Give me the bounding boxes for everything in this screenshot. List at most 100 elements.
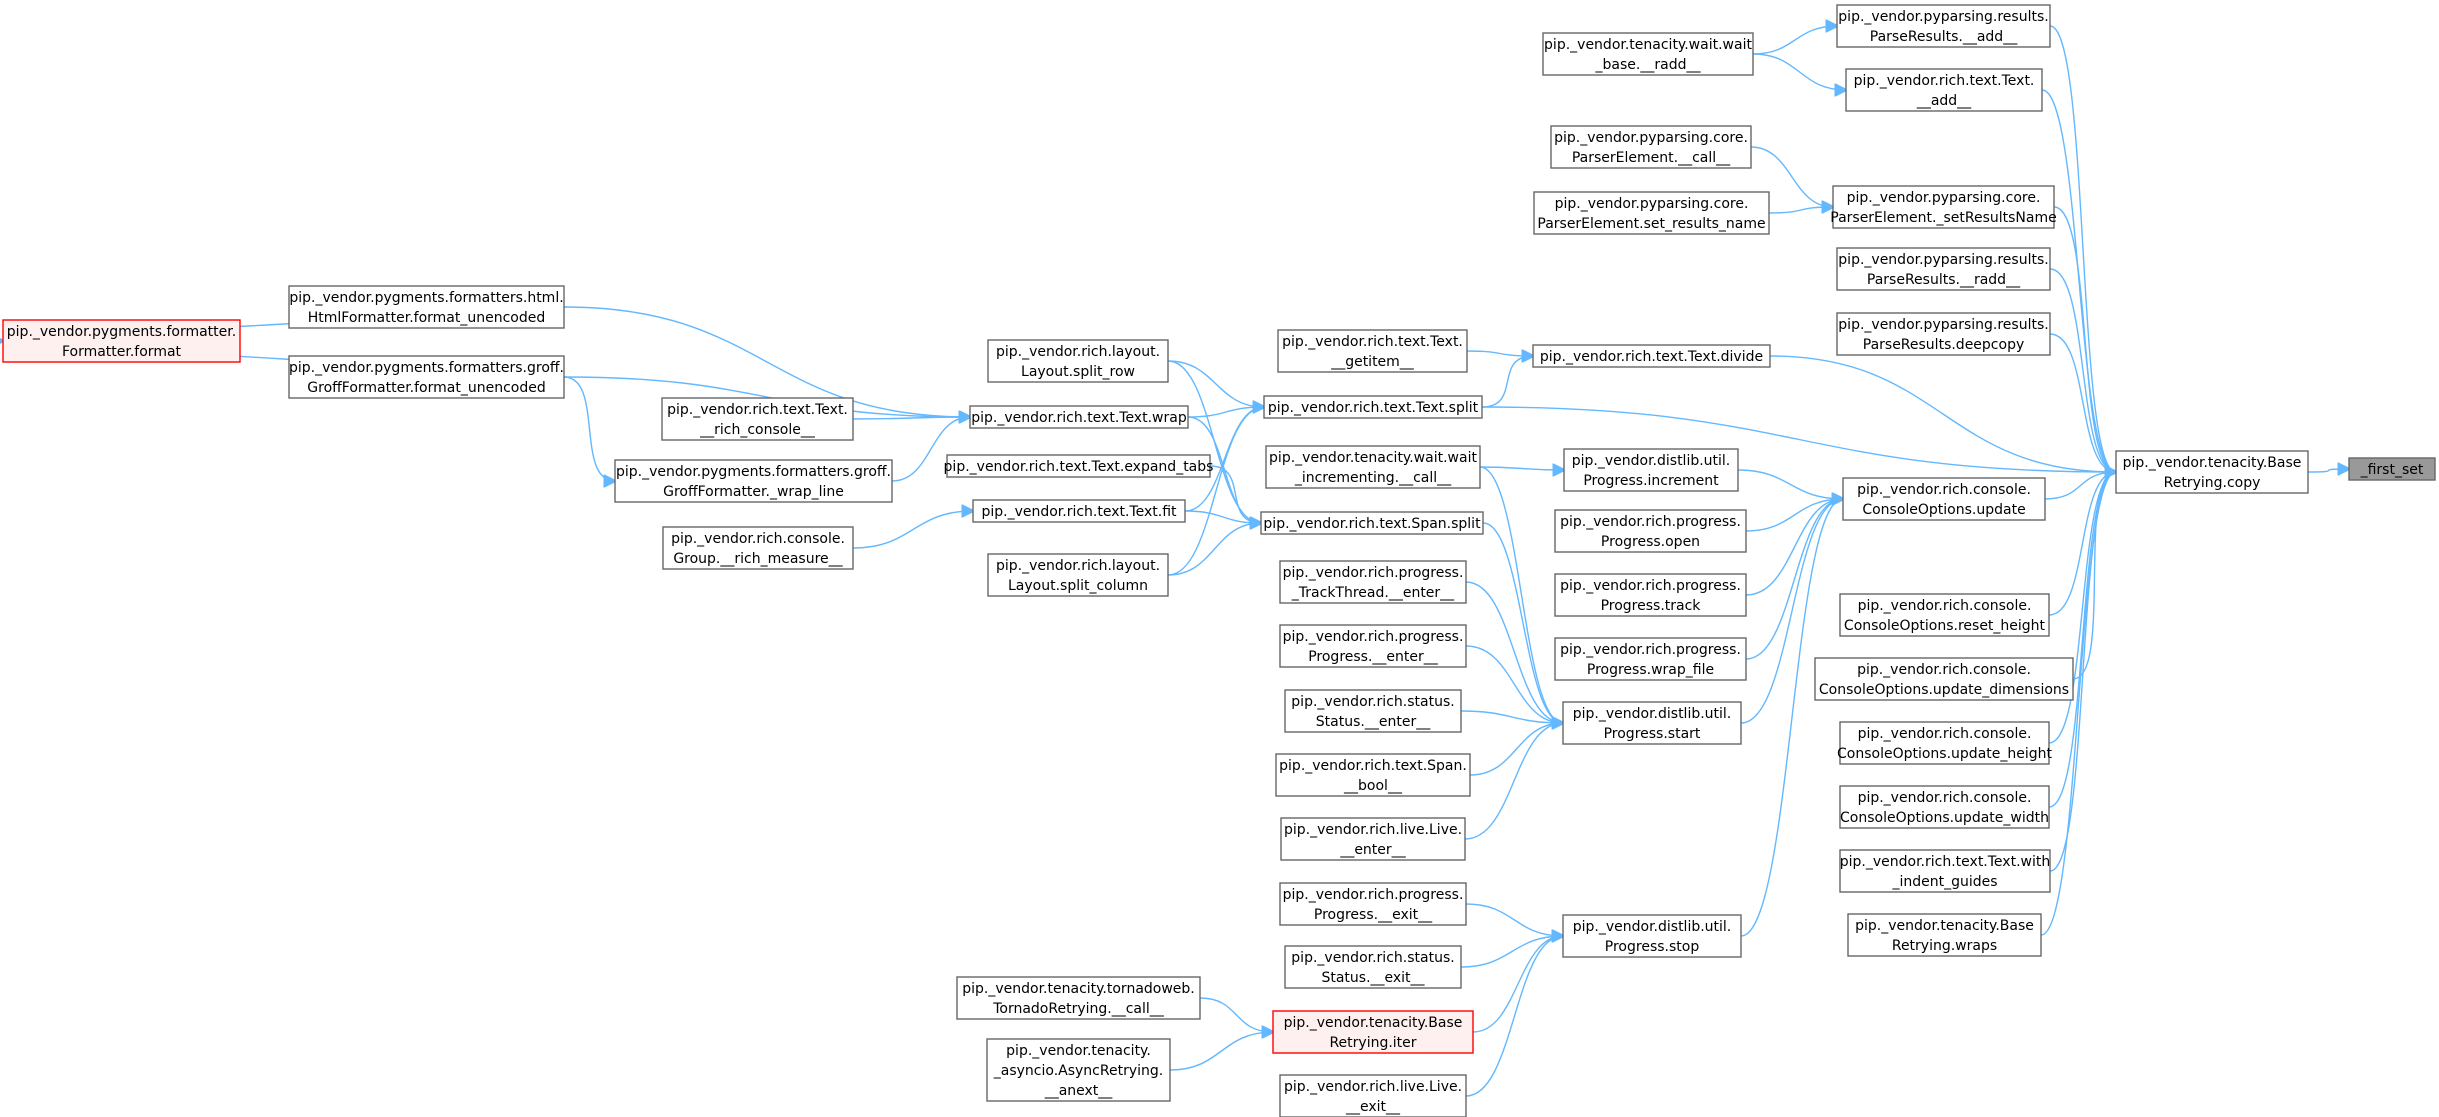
node-live-enter[interactable]: pip._vendor.rich.live.Live.__enter__ [1280, 817, 1466, 861]
node-label: pip._vendor.distlib.util. [1572, 453, 1731, 469]
node-fmt-format[interactable]: pip._vendor.pygments.formatter.Formatter… [2, 319, 241, 363]
node-html-fu[interactable]: pip._vendor.pygments.formatters.html.Htm… [288, 285, 565, 329]
node-first-set[interactable]: _first_set [2348, 457, 2436, 481]
node-co-uh[interactable]: pip._vendor.rich.console.ConsoleOptions.… [1837, 721, 2053, 765]
node-box [1839, 721, 2050, 765]
node-box [1284, 689, 1462, 733]
node-label: pip._vendor.rich.progress. [1283, 565, 1464, 581]
node-text-split[interactable]: pip._vendor.rich.text.Text.split [1263, 395, 1483, 419]
node-label: pip._vendor.rich.console. [1858, 726, 2032, 742]
node-label: pip._vendor.rich.progress. [1283, 887, 1464, 903]
edge-pr_add-to-copy [2049, 25, 2116, 472]
node-dl-inc[interactable]: pip._vendor.distlib.util. Progress.increm… [1563, 448, 1739, 492]
node-rp-track[interactable]: pip._vendor.rich.progress.Progress.track [1554, 573, 1747, 617]
edge-text_wrap-to-text_split [1187, 407, 1264, 418]
node-box [987, 553, 1169, 597]
node-text-wrap[interactable]: pip._vendor.rich.text.Text.wrap [969, 405, 1189, 429]
node-layout-sc[interactable]: pip._vendor.rich.layout.Layout.split_col… [987, 553, 1169, 597]
node-dl-start[interactable]: pip._vendor.distlib.util.Progress.start [1562, 701, 1742, 745]
edge-pr_deepcopy-to-copy [2049, 333, 2116, 472]
node-box [1562, 701, 1742, 745]
node-label: ParserElement._setResultsName [1830, 210, 2056, 226]
node-text-wig[interactable]: pip._vendor.rich.text.Text.with _indent_g… [1839, 849, 2051, 893]
node-label: GroffFormatter._wrap_line [663, 484, 844, 500]
node-layout-sr[interactable]: pip._vendor.rich.layout.Layout.split_row [987, 339, 1169, 383]
node-text-rc[interactable]: pip._vendor.rich.text.Text.__rich_consol… [661, 397, 854, 441]
node-span-split[interactable]: pip._vendor.rich.text.Span.split [1260, 511, 1484, 535]
node-label: pip._vendor.rich.text.Text. [1282, 334, 1463, 350]
edge-dl_start-to-co_update [1740, 499, 1843, 724]
node-label: ParseResults.__add__ [1870, 29, 2018, 45]
node-label: GroffFormatter.format_unencoded [307, 380, 545, 396]
node-box [1554, 637, 1747, 681]
edge-prog_exit-to-dl_stop [1465, 903, 1563, 936]
node-label: pip._vendor.rich.live.Live. [1284, 1079, 1462, 1095]
node-label: __bool__ [1343, 778, 1403, 794]
node-label: pip._vendor.rich.status. [1291, 694, 1454, 710]
node-box [1279, 882, 1467, 926]
node-pr-add[interactable]: pip._vendor.pyparsing.results.ParseResul… [1836, 4, 2051, 48]
node-live-exit[interactable]: pip._vendor.rich.live.Live.__exit__ [1279, 1074, 1467, 1117]
node-status-enter[interactable]: pip._vendor.rich.status.Status.__enter__ [1284, 689, 1462, 733]
node-label: ConsoleOptions.update [1862, 502, 2025, 518]
node-wait-inc[interactable]: pip._vendor.tenacity.wait.wait_increment… [1265, 445, 1481, 489]
node-pr-radd[interactable]: pip._vendor.pyparsing.results.ParseResul… [1836, 247, 2051, 291]
node-status-exit[interactable]: pip._vendor.rich.status.Status.__exit__ [1284, 945, 1462, 989]
node-label: pip._vendor.tenacity.Base [1284, 1015, 1463, 1031]
node-pr-deepcopy[interactable]: pip._vendor.pyparsing.results.ParseResul… [1836, 312, 2051, 356]
node-prog-exit[interactable]: pip._vendor.rich.progress.Progress.__exi… [1279, 882, 1467, 926]
node-rp-wrap[interactable]: pip._vendor.rich.progress.Progress.wrap_… [1554, 637, 1747, 681]
node-tt-enter[interactable]: pip._vendor.rich.progress._TrackThread._… [1279, 560, 1467, 604]
node-label: pip._vendor.pyparsing.core. [1847, 190, 2041, 206]
node-text-add[interactable]: pip._vendor.rich.text.Text.__add__ [1845, 68, 2043, 112]
edge-pr_radd-to-copy [2049, 268, 2116, 472]
node-label: _first_set [2360, 462, 2424, 478]
node-box [1277, 329, 1468, 373]
node-box [614, 459, 893, 503]
node-tornado-call[interactable]: pip._vendor.tenacity.tornadoweb.TornadoR… [956, 976, 1201, 1020]
node-label: Progress.open [1601, 534, 1700, 550]
node-prog-enter[interactable]: pip._vendor.rich.progress.Progress.__ent… [1279, 624, 1467, 668]
node-pe-setrn[interactable]: pip._vendor.pyparsing.core. ParserElement… [1830, 185, 2057, 229]
node-pe-srn[interactable]: pip._vendor.pyparsing.core.ParserElement… [1533, 191, 1770, 235]
node-pe-call[interactable]: pip._vendor.pyparsing.core.ParserElement… [1550, 125, 1752, 169]
graph-edges [1, 25, 2349, 1097]
node-group-rm[interactable]: pip._vendor.rich.console.Group.__rich_me… [662, 526, 854, 570]
node-text-fit[interactable]: pip._vendor.rich.text.Text.fit [972, 499, 1186, 523]
node-groff-fu[interactable]: pip._vendor.pygments.formatters.groff.Gr… [288, 355, 565, 399]
node-wait-radd[interactable]: pip._vendor.tenacity.wait.wait_base.__ra… [1542, 32, 1754, 76]
node-co-uw[interactable]: pip._vendor.rich.console.ConsoleOptions.… [1839, 785, 2050, 829]
node-label: pip._vendor.rich.text.Text.with [1840, 854, 2050, 870]
node-label: Progress.increment [1583, 473, 1719, 489]
node-co-update[interactable]: pip._vendor.rich.console.ConsoleOptions.… [1842, 477, 2046, 521]
edge-live_enter-to-dl_start [1464, 723, 1563, 840]
node-label: pip._vendor.rich.text.Text. [667, 402, 848, 418]
node-text-et[interactable]: pip._vendor.rich.text.Text.expand_tabs [944, 454, 1214, 478]
node-co-ud[interactable]: pip._vendor.rich.console.ConsoleOptions.… [1814, 657, 2074, 701]
node-box [969, 405, 1189, 429]
node-label: TornadoRetrying.__call__ [992, 1001, 1165, 1017]
node-label: pip._vendor.tenacity.wait.wait [1269, 450, 1477, 466]
edge-rp_open-to-co_update [1745, 499, 1843, 532]
edge-layout_sr-to-text_split [1167, 360, 1264, 407]
node-rp-open[interactable]: pip._vendor.rich.progress.Progress.open [1554, 509, 1747, 553]
node-groff-wl[interactable]: pip._vendor.pygments.formatters.groff.Gr… [614, 459, 893, 503]
node-span-bool[interactable]: pip._vendor.rich.text.Span.__bool__ [1275, 753, 1471, 797]
node-text-getitem[interactable]: pip._vendor.rich.text.Text.__getitem__ [1277, 329, 1468, 373]
node-box [1839, 849, 2051, 893]
node-label: pip._vendor.distlib.util. [1573, 706, 1732, 722]
node-co-rh[interactable]: pip._vendor.rich.console.ConsoleOptions.… [1839, 593, 2050, 637]
edge-co_uh-to-copy [2048, 472, 2116, 744]
edge-dl_stop-to-co_update [1740, 499, 1843, 937]
node-async-anext[interactable]: pip._vendor.tenacity._asyncio.AsyncRetry… [986, 1038, 1171, 1102]
node-dl-stop[interactable]: pip._vendor.distlib.util.Progress.stop [1562, 914, 1742, 958]
node-box [1280, 817, 1466, 861]
node-label: pip._vendor.rich.status. [1291, 950, 1454, 966]
node-label: pip._vendor.rich.layout. [996, 558, 1160, 574]
edge-text_split-to-text_divide [1481, 356, 1533, 408]
node-text-divide[interactable]: pip._vendor.rich.text.Text.divide [1532, 344, 1771, 368]
node-label: _indent_guides [1891, 874, 1997, 890]
